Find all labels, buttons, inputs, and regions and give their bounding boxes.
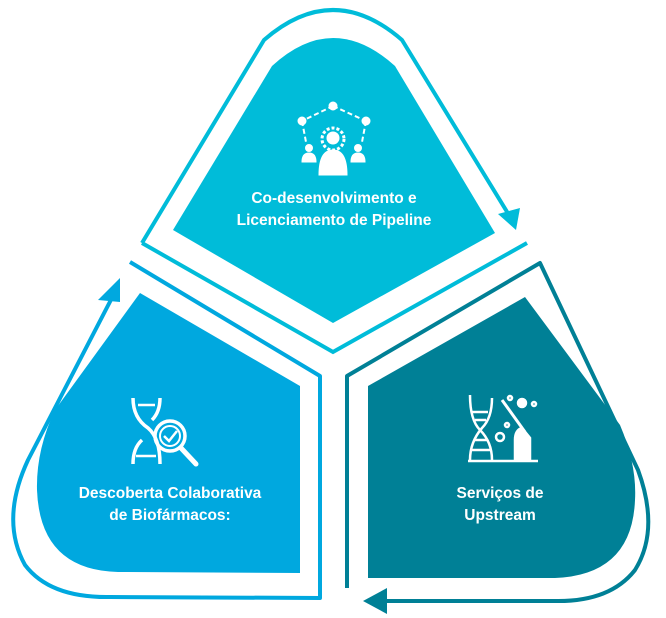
segment-left-line1: Descoberta Colaborativa	[78, 485, 262, 502]
top-segment-fill	[173, 38, 495, 323]
segment-right-line2: Upstream	[464, 507, 536, 524]
segment-right-title: Serviços de Upstream	[400, 483, 600, 527]
segment-top-title: Co-desenvolvimento e Licenciamento de Pi…	[173, 188, 495, 232]
left-arrow-head-icon	[98, 278, 120, 302]
segment-right-line1: Serviços de	[456, 485, 544, 502]
team-network-gear-icon	[297, 101, 371, 176]
segment-top-line2: Licenciamento de Pipeline	[236, 212, 432, 229]
dna-lab-hand-icon	[468, 394, 538, 463]
dna-magnifier-check-icon	[131, 397, 199, 467]
left-segment-outline	[11, 260, 322, 600]
segment-left-title: Descoberta Colaborativa de Biofármacos:	[40, 483, 300, 527]
right-arrow-head-icon	[363, 588, 387, 614]
top-segment-bottom-outline	[141, 241, 528, 355]
segment-top-line1: Co-desenvolvimento e	[251, 190, 417, 207]
top-arrow-head-icon	[498, 208, 520, 230]
top-segment-outline	[140, 8, 514, 245]
segment-left-line2: de Biofármacos:	[109, 507, 231, 524]
right-segment-outline	[345, 261, 651, 604]
right-segment-fill	[368, 297, 636, 578]
left-segment-fill	[36, 293, 300, 573]
